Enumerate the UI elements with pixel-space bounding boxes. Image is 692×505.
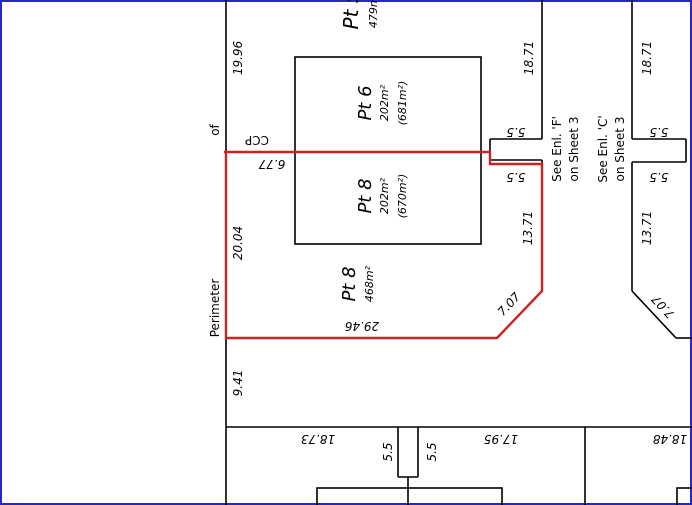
svg-text:(670m²): (670m²): [396, 174, 409, 219]
dim-5-5-b: 5.5: [506, 170, 525, 184]
lot-label-pt8-inner: Pt 8 202m² (670m²): [355, 174, 409, 219]
lot-label-pt5: Pt 5 479m²: [339, 0, 380, 29]
dim-13-71-a: 13.71: [521, 211, 535, 245]
svg-text:on Sheet 3: on Sheet 3: [613, 117, 627, 182]
svg-text:Pt 5: Pt 5: [339, 0, 363, 29]
svg-text:See Enl. 'F': See Enl. 'F': [550, 116, 564, 182]
svg-text:(681m²): (681m²): [396, 81, 409, 126]
dim-5-5-a: 5.5: [506, 125, 525, 139]
dim-5-5-d: 5.5: [649, 170, 668, 184]
dim-19-96: 19.96: [231, 40, 245, 75]
note-see-enl-f: See Enl. 'F' on Sheet 3: [550, 116, 581, 182]
svg-text:on Sheet 3: on Sheet 3: [567, 117, 581, 182]
lot-pt8-boundary-highlight: [224, 150, 544, 340]
lot-boundaries: [225, 0, 692, 505]
dim-18-71-a: 18.71: [522, 41, 536, 75]
dim-18-71-b: 18.71: [640, 41, 654, 75]
note-perimeter: Perimeter: [208, 279, 222, 338]
svg-text:479m²: 479m²: [367, 0, 380, 28]
svg-text:Pt 8: Pt 8: [355, 178, 376, 213]
dim-18-73: 18.73: [301, 432, 335, 446]
dim-7-07-b: 7.07: [649, 292, 678, 321]
building-footprint: [294, 56, 482, 245]
lot-label-pt8: Pt 8 468m²: [339, 265, 376, 302]
note-of: of: [208, 123, 222, 135]
lot-label-pt6: Pt 6 202m² (681m²): [355, 81, 409, 126]
dim-29-46: 29.46: [344, 319, 379, 333]
dim-17-95: 17.95: [484, 432, 518, 446]
dim-5-5-bottom-a: 5.5: [381, 442, 395, 461]
svg-text:202m²: 202m²: [378, 177, 391, 214]
dim-20-04: 20.04: [231, 226, 245, 260]
svg-text:Pt 8: Pt 8: [339, 266, 360, 301]
dim-18-48: 18.48: [652, 432, 687, 446]
svg-text:468m²: 468m²: [363, 265, 376, 302]
dim-5-5-bottom-b: 5.5: [425, 442, 439, 461]
note-see-enl-c: See Enl. 'C' on Sheet 3: [596, 115, 627, 182]
svg-text:202m²: 202m²: [378, 84, 391, 121]
dim-13-71-b: 13.71: [640, 211, 654, 245]
svg-text:See Enl. 'C': See Enl. 'C': [596, 115, 610, 182]
dim-5-5-c: 5.5: [649, 125, 668, 139]
dim-6-77: 6.77: [258, 157, 285, 171]
note-ccp: CCP: [245, 133, 269, 147]
svg-text:Pt 6: Pt 6: [355, 85, 376, 120]
dim-9-41: 9.41: [231, 370, 245, 397]
